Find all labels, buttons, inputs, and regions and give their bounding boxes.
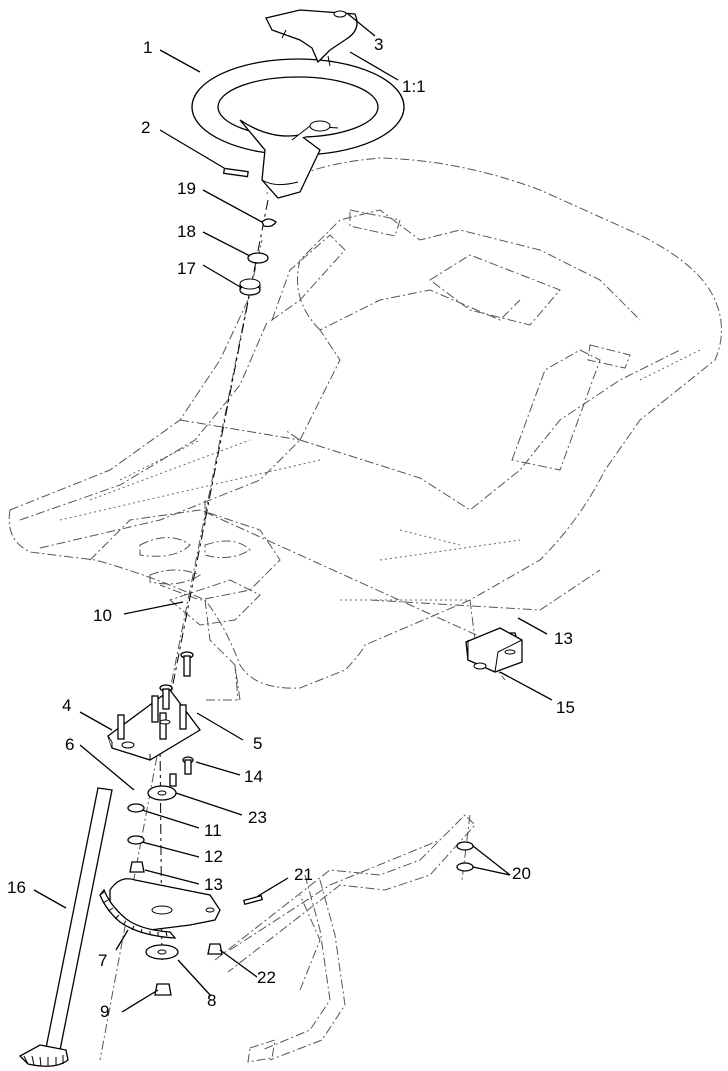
pin-21 bbox=[242, 894, 264, 906]
callout-3: 3 bbox=[374, 35, 383, 54]
tractor-body-outline bbox=[8, 157, 722, 1063]
callout-4: 4 bbox=[62, 696, 71, 715]
washer-20-lower bbox=[456, 862, 474, 872]
callout-12: 12 bbox=[204, 847, 223, 866]
callout-2: 2 bbox=[141, 118, 150, 137]
callout-22: 22 bbox=[257, 968, 276, 987]
callout-10: 10 bbox=[93, 606, 112, 625]
callout-6: 6 bbox=[65, 735, 74, 754]
bushing bbox=[239, 278, 261, 296]
callout-1: 1 bbox=[143, 38, 152, 57]
nut-22 bbox=[207, 943, 223, 955]
pivot-plate bbox=[107, 689, 201, 761]
washer-18 bbox=[247, 252, 269, 264]
callout-1-1: 1:1 bbox=[402, 77, 426, 96]
washer-8 bbox=[145, 944, 179, 960]
mounting-bracket bbox=[465, 627, 523, 673]
callout-11: 11 bbox=[204, 821, 222, 840]
nut-9 bbox=[154, 983, 172, 996]
callout-21: 21 bbox=[294, 865, 313, 884]
body-rivet-dots bbox=[59, 349, 701, 601]
callout-23: 23 bbox=[248, 808, 267, 827]
callout-16: 16 bbox=[7, 878, 26, 897]
retaining-ring bbox=[261, 218, 277, 228]
callout-14: 14 bbox=[244, 767, 263, 786]
roll-pin bbox=[222, 167, 249, 178]
leader-lines bbox=[33, 13, 553, 1013]
washer-20-upper bbox=[456, 841, 474, 851]
sector-gear bbox=[99, 878, 221, 939]
washer-12 bbox=[127, 835, 145, 845]
callout-17: 17 bbox=[177, 259, 196, 278]
screw-14 bbox=[182, 756, 194, 775]
steering-wheel-cap bbox=[265, 9, 358, 67]
carriage-bolt bbox=[180, 651, 194, 677]
callout-5: 5 bbox=[253, 734, 262, 753]
steering-wheel bbox=[191, 58, 405, 199]
callout-20: 20 bbox=[512, 864, 531, 883]
washer-11 bbox=[127, 803, 145, 813]
nut-13-left bbox=[129, 861, 145, 873]
flange-bushing bbox=[147, 773, 177, 801]
callout-15: 15 bbox=[556, 698, 575, 717]
steering-shaft bbox=[18, 787, 113, 1067]
callout-13a: 13 bbox=[204, 875, 223, 894]
bolt-5 bbox=[159, 684, 173, 710]
callout-7: 7 bbox=[98, 951, 107, 970]
callout-8: 8 bbox=[207, 991, 216, 1010]
callout-18: 18 bbox=[177, 222, 196, 241]
callout-9: 9 bbox=[100, 1002, 109, 1021]
callout-19: 19 bbox=[177, 179, 196, 198]
callout-labels: 1 1:1 2 3 4 5 6 7 8 9 10 11 12 13 13 14 … bbox=[7, 35, 575, 1021]
callout-13b: 13 bbox=[554, 629, 573, 648]
